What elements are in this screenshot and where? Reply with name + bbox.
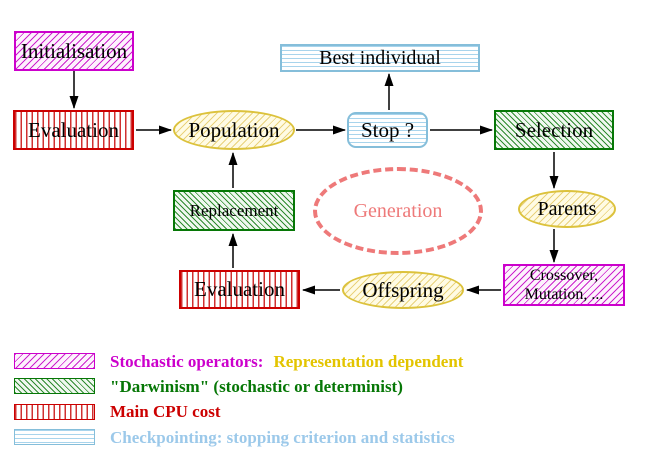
node-evaluation-top: Evaluation [13, 110, 134, 150]
node-parents: Parents [518, 190, 616, 228]
legend-swatch-cpu-cost [14, 404, 95, 420]
node-evaluation-bottom-label: Evaluation [194, 277, 285, 301]
node-offspring: Offspring [342, 271, 464, 309]
node-stop: Stop ? [347, 112, 428, 148]
node-selection: Selection [494, 110, 614, 150]
node-best-individual: Best individual [280, 44, 480, 72]
node-evaluation-top-label: Evaluation [28, 117, 119, 142]
node-population-label: Population [188, 117, 280, 142]
node-selection-label: Selection [514, 117, 594, 142]
node-crossover-mutation: Crossover, Mutation, ... [503, 264, 625, 306]
legend-swatch-darwinism [14, 378, 95, 394]
legend-label-stochastic: Stochastic operators: [110, 352, 264, 371]
node-offspring-label: Offspring [362, 277, 444, 302]
node-population: Population [173, 110, 295, 150]
node-parents-label: Parents [537, 197, 597, 220]
node-initialisation: Initialisation [14, 31, 134, 71]
legend-swatch-stochastic-operators [14, 353, 95, 369]
node-evaluation-bottom: Evaluation [179, 270, 300, 309]
node-replacement: Replacement [173, 190, 295, 231]
node-replacement-label: Replacement [189, 200, 279, 220]
legend-label-representation: Representation dependent [273, 352, 464, 371]
legend-text-checkpointing: Checkpointing: stopping criterion and st… [110, 428, 455, 447]
node-initialisation-label: Initialisation [20, 38, 128, 63]
node-generation-label: Generation [353, 199, 443, 222]
legend-text-stochastic-operators: Stochastic operators: Representation depe… [110, 352, 463, 372]
legend-text-cpu-cost: Main CPU cost [110, 402, 221, 421]
node-generation: Generation [313, 167, 483, 255]
node-crossover-line2: Mutation, ... [524, 286, 604, 303]
legend-text-darwinism: "Darwinism" (stochastic or determinist) [110, 377, 403, 396]
node-best-individual-label: Best individual [319, 46, 441, 69]
legend-swatch-checkpointing [14, 429, 95, 445]
node-stop-label: Stop ? [360, 117, 415, 142]
node-crossover-line1: Crossover, [529, 267, 599, 284]
